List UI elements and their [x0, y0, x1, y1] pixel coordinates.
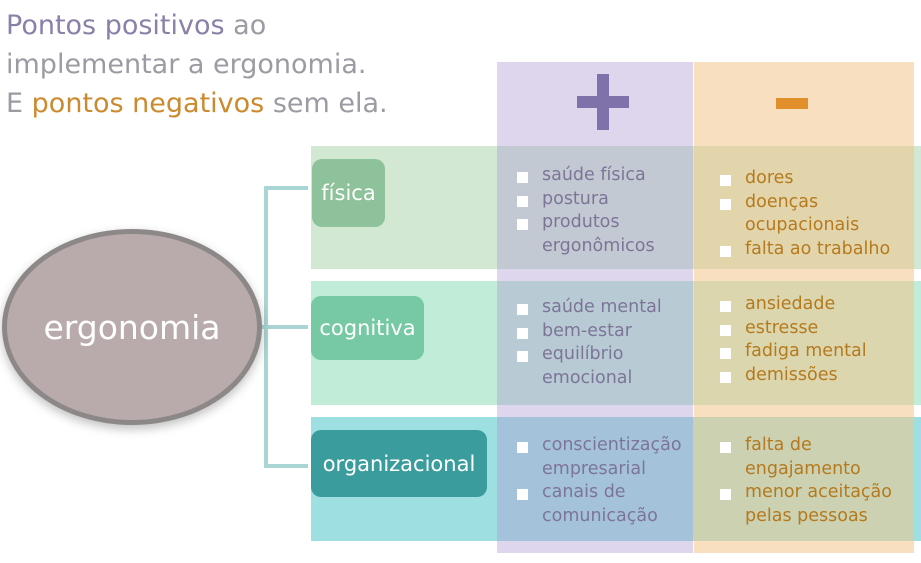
negative-list-organizacional: falta de engajamento menor aceitação pel… — [720, 434, 918, 528]
plus-icon — [577, 74, 629, 130]
category-fisica: física — [312, 159, 385, 227]
list-item: saúde física — [517, 164, 687, 188]
diagram-title: Pontos positivos ao implementar a ergonom… — [6, 6, 486, 123]
list-item: dores — [720, 167, 918, 191]
positive-column — [497, 62, 693, 553]
list-item: falta de engajamento — [720, 434, 918, 481]
positive-list-fisica: saúde física postura produtos ergonômico… — [517, 164, 687, 258]
title-positive-suffix: ao — [224, 10, 267, 41]
list-item: menor aceitação pelas pessoas — [720, 481, 918, 528]
list-item: canais de comunicação — [517, 481, 692, 528]
category-cognitiva: cognitiva — [311, 296, 424, 360]
list-item: postura — [517, 188, 687, 212]
list-item: produtos ergonômicos — [517, 211, 687, 258]
title-positive-phrase: Pontos positivos — [6, 10, 225, 41]
title-negative-phrase: pontos negativos — [31, 88, 265, 119]
positive-list-cognitiva: saúde mental bem-estar equilíbrio emocio… — [517, 296, 687, 390]
list-item: fadiga mental — [720, 340, 918, 364]
list-item: conscientização empresarial — [517, 434, 692, 481]
list-item: saúde mental — [517, 296, 687, 320]
list-item: estresse — [720, 317, 918, 341]
title-line-2: implementar a ergonomia. — [6, 49, 367, 80]
list-item: demissões — [720, 364, 918, 388]
list-item: falta ao trabalho — [720, 238, 918, 262]
list-item: ansiedade — [720, 293, 918, 317]
positive-list-organizacional: conscientização empresarial canais de co… — [517, 434, 692, 528]
negative-list-fisica: dores doenças ocupacionais falta ao trab… — [720, 167, 918, 261]
category-organizacional: organizacional — [311, 430, 487, 497]
center-node: ergonomia — [2, 229, 262, 425]
negative-list-cognitiva: ansiedade estresse fadiga mental demissõ… — [720, 293, 918, 387]
list-item: equilíbrio emocional — [517, 343, 687, 390]
minus-icon — [776, 98, 808, 109]
center-label: ergonomia — [43, 307, 221, 347]
title-line-3-prefix: E — [6, 88, 32, 119]
list-item: bem-estar — [517, 320, 687, 344]
title-negative-suffix: sem ela. — [264, 88, 388, 119]
list-item: doenças ocupacionais — [720, 191, 918, 238]
